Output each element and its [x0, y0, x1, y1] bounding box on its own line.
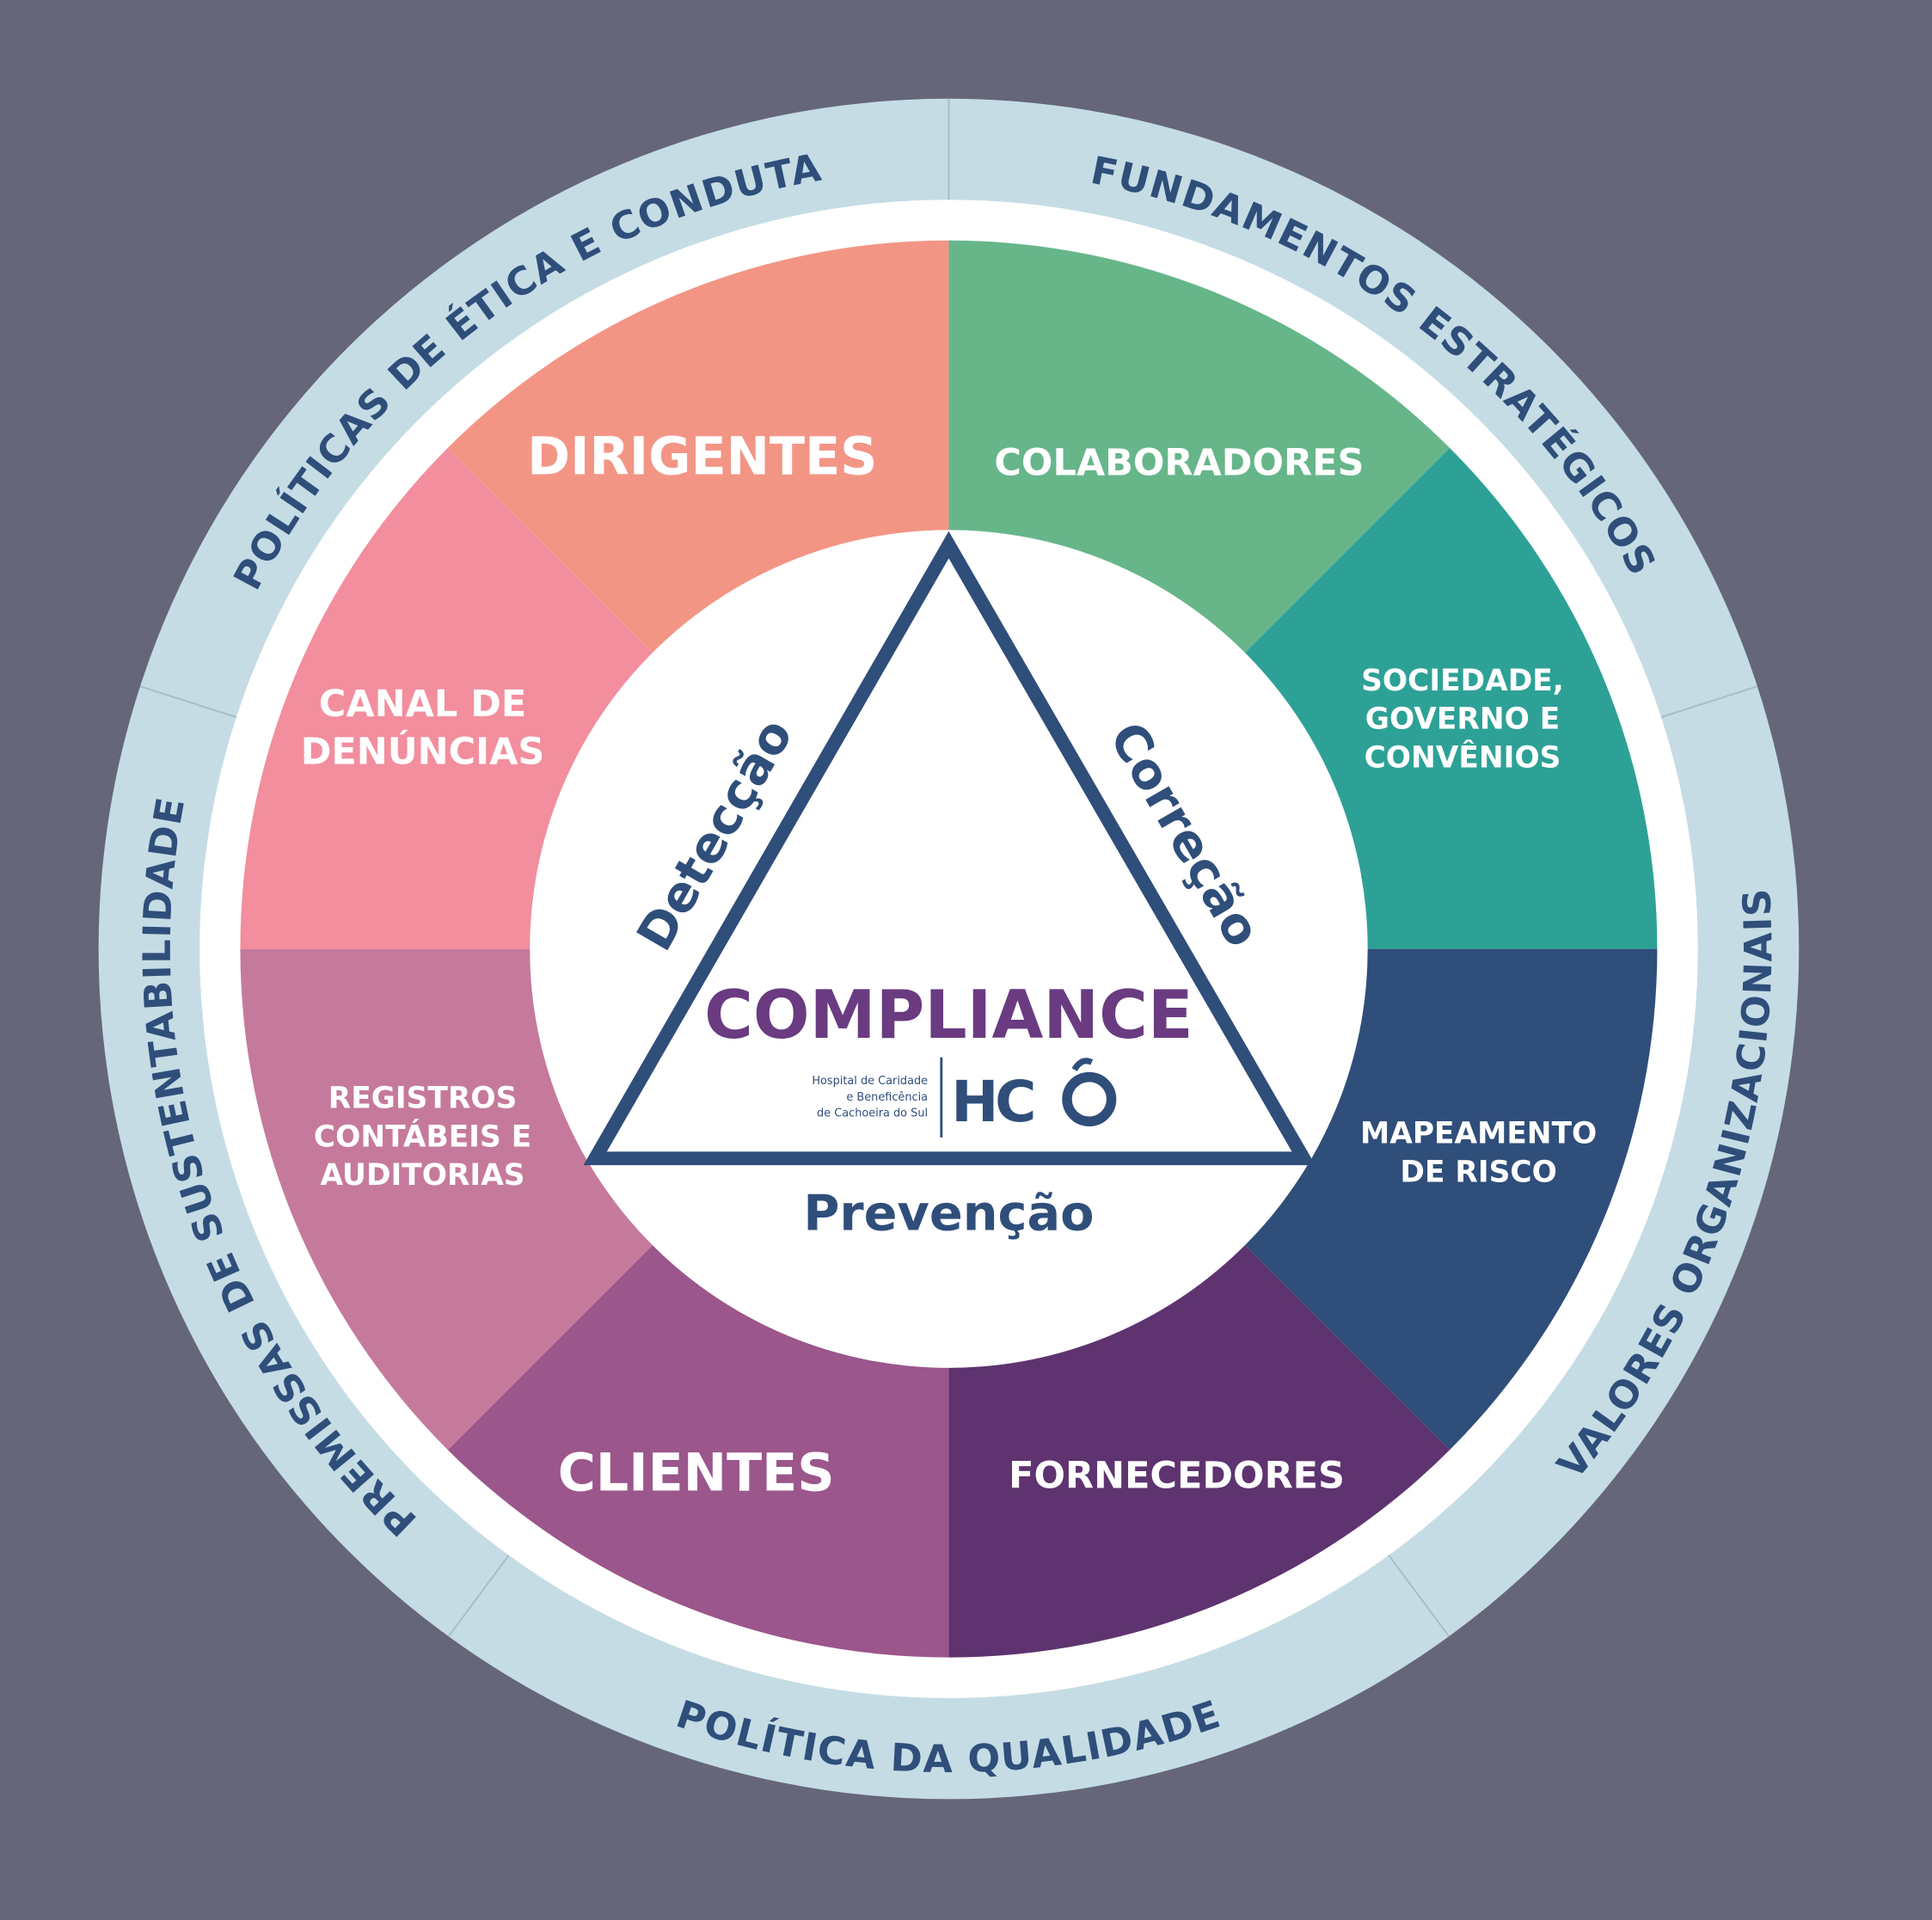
sector-label-line: COLABORADORES [994, 442, 1364, 485]
sector-label-mapeamento-risco: MAPEAMENTO DE RISCO [1360, 1117, 1597, 1190]
sector-label-line: DIRIGENTES [527, 426, 877, 487]
sector-label-clientes: CLIENTES [558, 1444, 835, 1504]
label-prevencao: Prevenção [803, 1184, 1094, 1242]
sector-label-line: CONVÊNIOS [1365, 739, 1561, 775]
sector-label-line: MAPEAMENTO [1360, 1117, 1597, 1151]
sector-label-dirigentes: DIRIGENTES [527, 426, 877, 487]
sector-label-line: FORNECEDORES [1009, 1455, 1345, 1498]
sector-label-line: CANAL DE [319, 683, 526, 726]
sector-label-line: REGISTROS [328, 1082, 518, 1116]
apple-heart-icon [1062, 1058, 1117, 1126]
sector-label-colaboradores: COLABORADORES [994, 442, 1364, 485]
sector-label-fornecedores: FORNECEDORES [1009, 1455, 1345, 1498]
logo-line-2: e Beneficência [846, 1091, 928, 1104]
compliance-triangle [583, 531, 1316, 1166]
sector-label-line: CLIENTES [558, 1444, 835, 1504]
logo-mark: HC [951, 1069, 1033, 1135]
sector-label-line: AUDITORIAS [320, 1158, 524, 1193]
sector-label-line: GOVERNO E [1365, 702, 1561, 737]
ring-dividers [140, 98, 1757, 1637]
sector-label-line: DE RISCO [1400, 1155, 1556, 1189]
logo-line-1: Hospital de Caridade [812, 1075, 928, 1088]
sector-label-line: SOCIEDADE, [1361, 664, 1564, 698]
compliance-title: COMPLIANCE [704, 977, 1193, 1054]
logo-line-3: de Cachoeira do Sul [817, 1107, 928, 1119]
sector-label-line: CONTÁBEIS E [314, 1119, 531, 1154]
sector-label-line: DENÚNCIAS [301, 730, 545, 774]
hcb-logo: Hospital de Caridade e Beneficência de C… [812, 1057, 1117, 1138]
